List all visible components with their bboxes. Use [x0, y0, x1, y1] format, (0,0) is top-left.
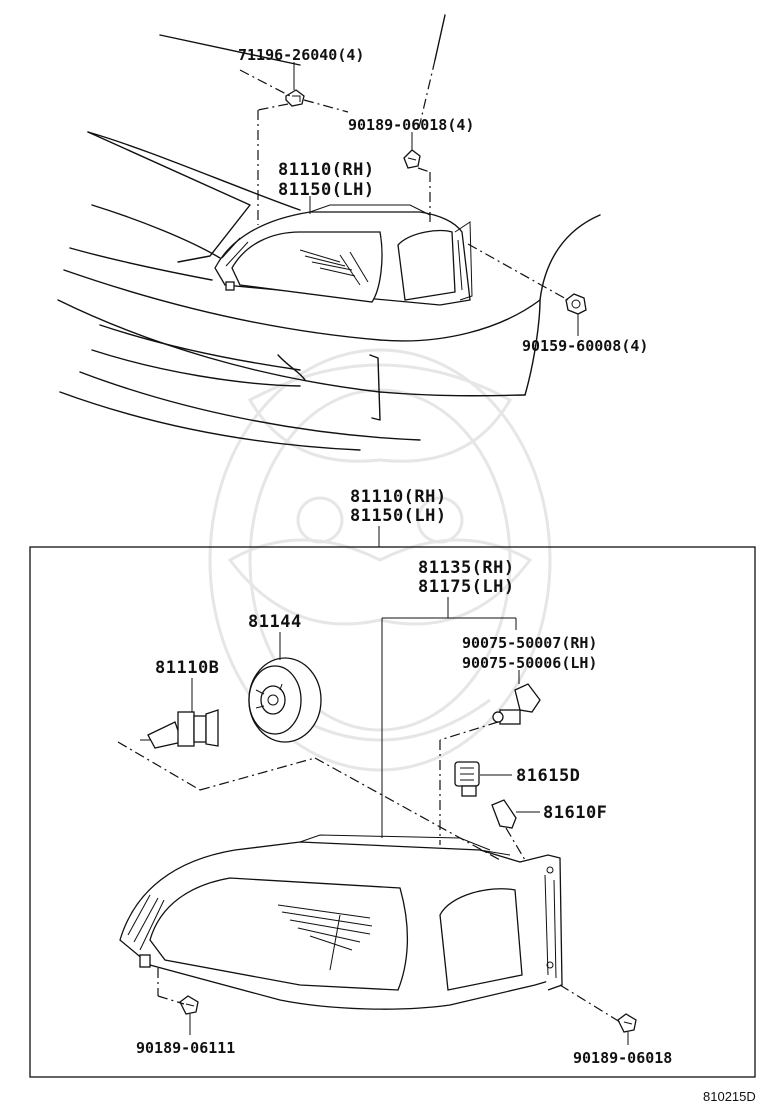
label-90075-50006-lh: 90075-50006(LH) — [462, 654, 597, 672]
small-bulb-icon — [492, 683, 541, 725]
top-vehicle-view — [57, 14, 601, 451]
dust-cover-icon — [248, 657, 322, 743]
diagram-code: 810215D — [703, 1089, 756, 1104]
label-81150-lh-top: 81150(LH) — [278, 180, 375, 200]
socket-icon — [454, 761, 480, 797]
label-90189-06111: 90189-06111 — [136, 1039, 235, 1057]
label-81110-rh-top: 81110(RH) — [278, 160, 375, 180]
label-71196-26040: 71196-26040(4) — [238, 46, 364, 64]
label-81144: 81144 — [248, 612, 302, 632]
label-81615d: 81615D — [516, 766, 580, 786]
box-headlamp — [119, 834, 563, 1010]
bolt-90159-icon — [565, 293, 587, 315]
label-90189-06018-top: 90189-06018(4) — [348, 116, 474, 134]
label-90189-06018-box: 90189-06018 — [573, 1049, 672, 1067]
label-81610f: 81610F — [543, 803, 607, 823]
nut-71196-icon — [285, 89, 305, 107]
box-leader-lines — [117, 597, 629, 1045]
top-leader-lines — [239, 59, 579, 336]
label-90075-50007-rh: 90075-50007(RH) — [462, 634, 597, 652]
label-81110b: 81110B — [155, 658, 219, 678]
clip-90189-06018-box-icon — [617, 1013, 637, 1033]
headlamp-bulb-icon — [140, 709, 219, 749]
label-81135-rh: 81135(RH) — [418, 558, 515, 578]
wedge-bulb-icon — [491, 799, 517, 829]
clip-90189-top-icon — [403, 149, 421, 169]
label-90159-60008: 90159-60008(4) — [522, 337, 648, 355]
top-headlamp — [214, 204, 473, 306]
watermark-crest — [208, 348, 552, 772]
label-81110-rh-box: 81110(RH) — [350, 487, 447, 507]
label-81175-lh: 81175(LH) — [418, 577, 515, 597]
clip-90189-06111-icon — [179, 995, 199, 1015]
exploded-view-frame — [29, 546, 756, 1078]
label-81150-lh-box: 81150(LH) — [350, 506, 447, 526]
